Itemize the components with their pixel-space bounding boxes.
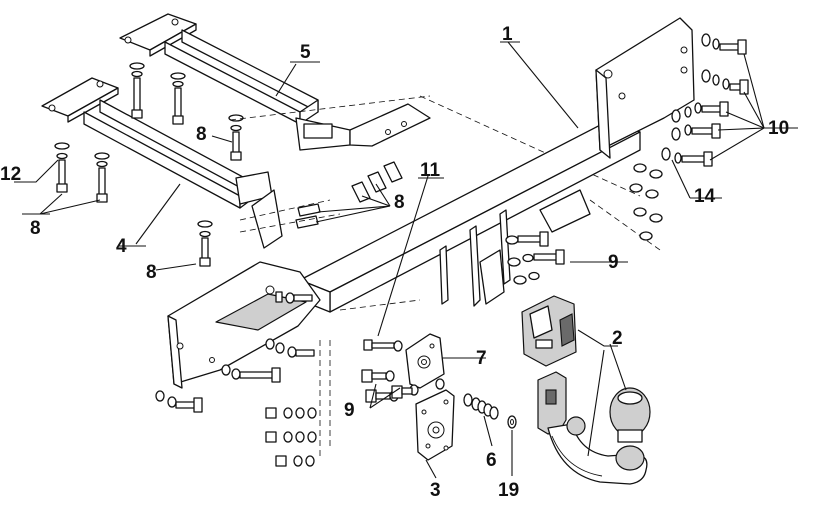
socket-bracket-7 bbox=[405, 333, 445, 396]
callout-19: 19 bbox=[498, 480, 519, 501]
bolt-set-10 bbox=[629, 33, 749, 241]
bolt-11 bbox=[363, 339, 403, 352]
nuts-left-stack bbox=[265, 407, 317, 467]
bolt-10a bbox=[701, 33, 747, 55]
tow-ball-assembly-2 bbox=[521, 295, 651, 485]
callout-labels: 1 5 8 12 8 4 8 8 11 9 10 14 2 7 9 6 3 19 bbox=[0, 24, 789, 501]
tow-ball bbox=[609, 387, 651, 471]
ball-head-bracket bbox=[521, 295, 577, 367]
callout-5: 5 bbox=[300, 42, 311, 63]
bolt-top-right bbox=[228, 114, 244, 161]
main-crossbeam-1 bbox=[167, 17, 695, 389]
bolt-set-left bbox=[155, 291, 317, 467]
bolt-4-left bbox=[54, 142, 70, 193]
tow-ball-arm bbox=[537, 371, 648, 485]
bolt-10d bbox=[671, 123, 721, 141]
nuts-stack-right bbox=[629, 163, 663, 241]
bolt-set-9-upper bbox=[505, 231, 565, 285]
bolt-left-1 bbox=[275, 291, 313, 304]
socket-plate-3 bbox=[415, 389, 455, 461]
bolt-14 bbox=[661, 147, 713, 167]
mounting-bracket-4 bbox=[41, 77, 283, 249]
callout-8-top: 8 bbox=[196, 124, 207, 145]
callout-9-lower: 9 bbox=[344, 400, 355, 421]
callout-2: 2 bbox=[612, 328, 623, 349]
bolt-left-2 bbox=[265, 338, 315, 358]
bolts-8-cluster bbox=[295, 161, 403, 229]
callout-14: 14 bbox=[694, 186, 716, 207]
callout-leaders bbox=[14, 41, 798, 479]
mounting-bracket-5 bbox=[119, 13, 431, 151]
callout-8-left: 8 bbox=[30, 218, 41, 239]
callout-8-bottom: 8 bbox=[146, 262, 157, 283]
bolt-bottom bbox=[197, 220, 213, 267]
callout-6: 6 bbox=[486, 450, 497, 471]
assembly-lines bbox=[229, 95, 661, 460]
callout-8-middle: 8 bbox=[394, 192, 405, 213]
bolt-10b bbox=[701, 69, 749, 95]
washer-19 bbox=[507, 415, 517, 429]
callout-7: 7 bbox=[476, 348, 487, 369]
spring-6 bbox=[463, 393, 499, 420]
bolt-left-3 bbox=[221, 364, 281, 383]
callout-11: 11 bbox=[420, 160, 441, 181]
callout-12: 12 bbox=[0, 164, 21, 185]
bolt-5-left bbox=[129, 62, 145, 119]
bolt-left-4 bbox=[155, 390, 203, 413]
callout-10: 10 bbox=[768, 118, 789, 139]
callout-9-upper: 9 bbox=[608, 252, 619, 273]
bolt-4-right bbox=[94, 152, 110, 203]
bolt-5-right bbox=[170, 72, 186, 125]
callout-1: 1 bbox=[502, 24, 513, 45]
callout-3: 3 bbox=[430, 480, 441, 501]
callout-4: 4 bbox=[116, 236, 127, 257]
bolt-10c bbox=[671, 101, 729, 123]
